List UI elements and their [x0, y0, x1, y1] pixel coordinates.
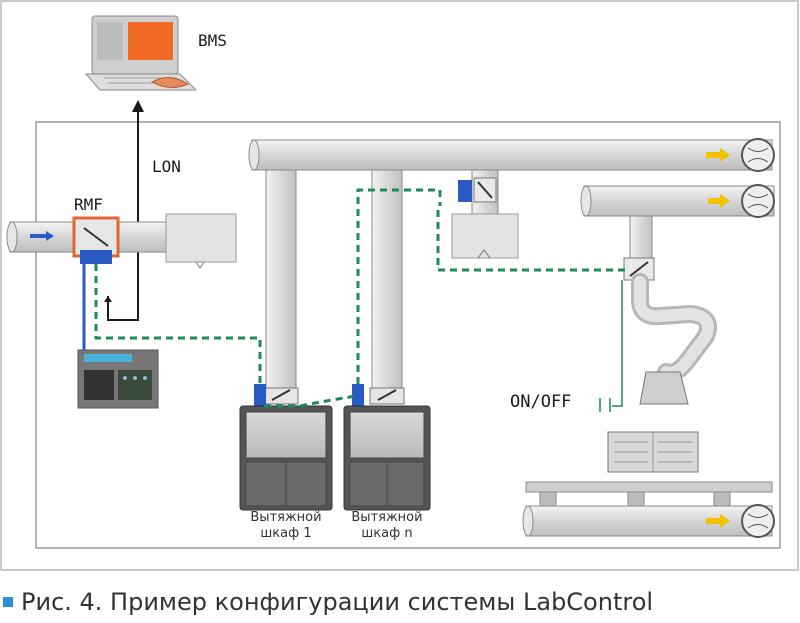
storage-cabinet — [607, 431, 699, 473]
labcontrol-diagram: BMS LON RMF — [0, 0, 799, 571]
fan-icon — [741, 138, 775, 172]
fan-icon — [741, 504, 775, 538]
lon-label: LON — [152, 157, 181, 176]
damper-icon — [477, 181, 493, 199]
signal-lines — [94, 188, 626, 408]
damper-icon — [377, 389, 397, 401]
damper-icon — [83, 227, 109, 247]
snorkel-arm — [623, 215, 717, 405]
rmf-damper — [72, 216, 120, 264]
figure-caption: Рис. 4. Пример конфигурации системы LabC… — [0, 588, 800, 618]
computer-icon — [84, 15, 198, 91]
cabinet-label-n: Вытяжной шкаф n — [337, 510, 437, 542]
cabinet-1-line2: шкаф 1 — [260, 526, 312, 541]
cabinet-n-line1: Вытяжной — [351, 510, 423, 525]
damper-icon — [629, 261, 649, 277]
exhaust-duct-top — [248, 138, 775, 172]
cabinet-1-line1: Вытяжной — [250, 510, 322, 525]
supply-terminal — [165, 213, 237, 263]
arrow-icon — [46, 231, 54, 241]
onoff-link — [612, 280, 623, 407]
caption-text: Рис. 4. Пример конфигурации системы LabC… — [21, 588, 654, 616]
arrow-icon — [720, 194, 730, 208]
exhaust-duct-bottom — [522, 481, 775, 538]
damper-icon — [271, 389, 291, 401]
exhaust-duct-middle — [580, 184, 775, 218]
arrow-icon — [720, 148, 730, 162]
room-outline — [35, 121, 781, 549]
riser-hood-n — [371, 169, 403, 389]
arrow-icon — [132, 100, 144, 112]
bms-label: BMS — [198, 31, 227, 50]
fume-hood-n — [343, 384, 431, 511]
fan-icon — [741, 184, 775, 218]
room-controller — [77, 349, 159, 409]
fume-hood-1 — [239, 384, 333, 511]
arrow-icon — [720, 514, 730, 528]
cabinet-n-line2: шкаф n — [361, 526, 413, 541]
lon-link — [104, 100, 144, 321]
riser-hood-1 — [265, 169, 297, 389]
caption-square-icon — [3, 596, 13, 607]
cabinet-label-1: Вытяжной шкаф 1 — [236, 510, 336, 542]
onoff-label: ON/OFF — [510, 392, 572, 412]
canopy-hood — [451, 213, 519, 259]
rmf-label: RMF — [74, 195, 103, 214]
